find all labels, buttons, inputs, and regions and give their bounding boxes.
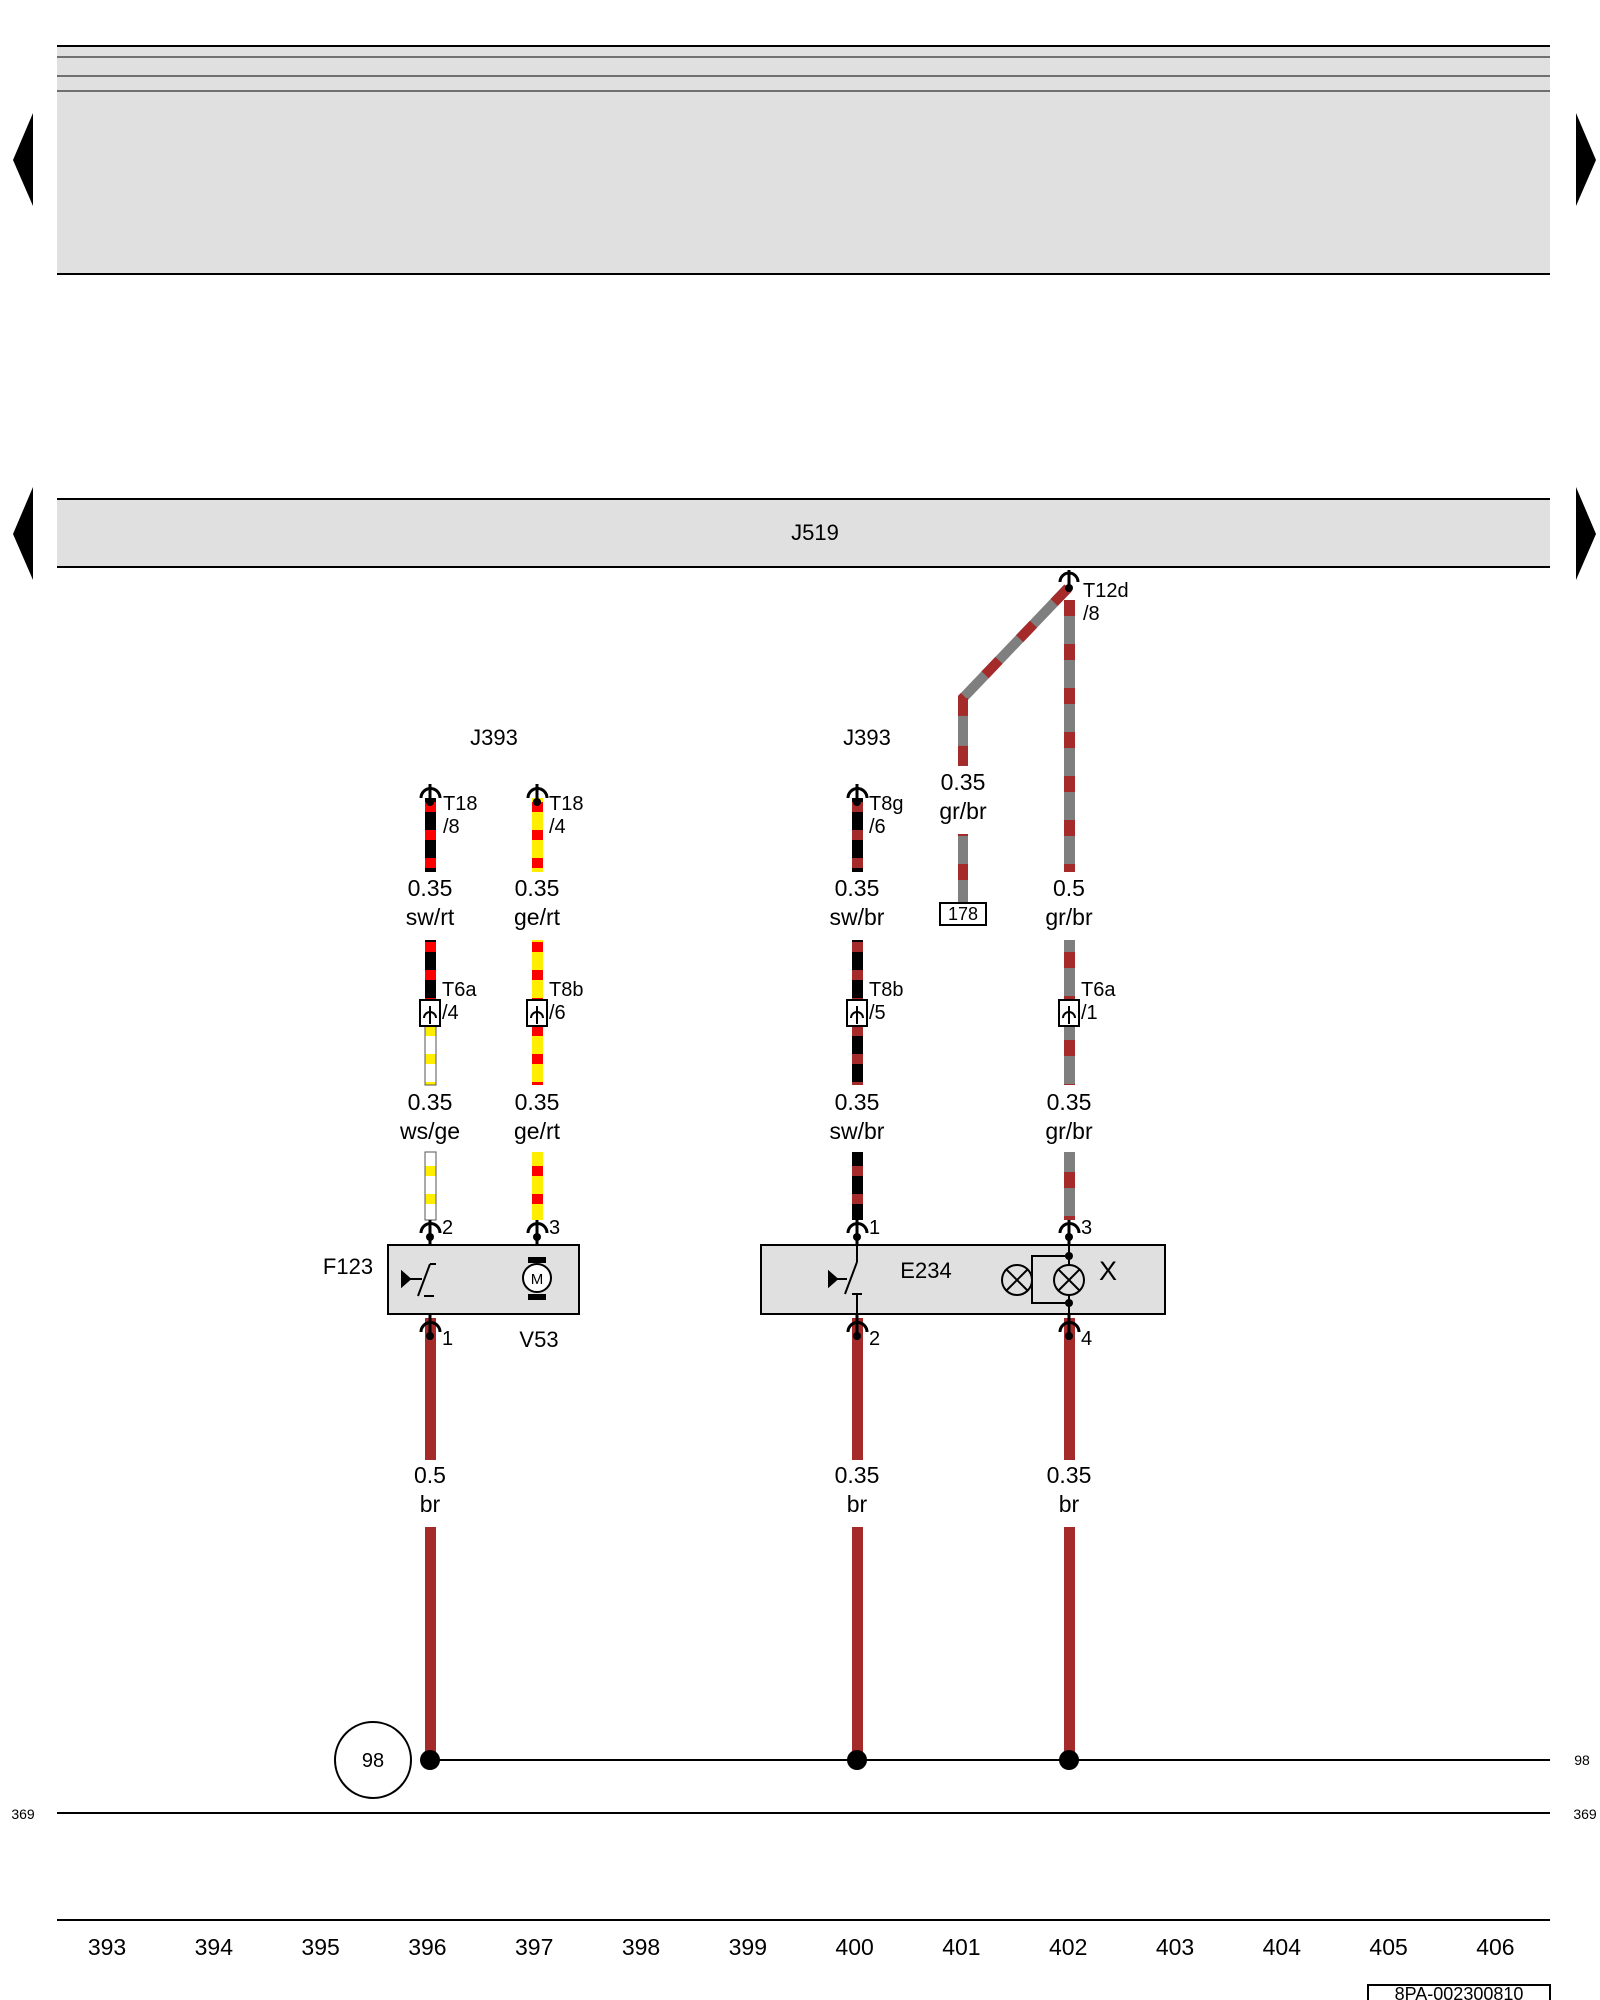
pin-e234-top-3 xyxy=(1058,1220,1081,1244)
pin-label-e234-bottom2: 2 xyxy=(869,1328,880,1350)
j519-label: J519 xyxy=(791,520,839,545)
inline-connector-t6a-1 xyxy=(1058,999,1080,1027)
motor-icon: M xyxy=(522,1257,552,1300)
pin-label-f123-bottom: 1 xyxy=(442,1328,453,1350)
t12d-label: T12d/8 xyxy=(1083,580,1129,625)
connector-178-box xyxy=(939,902,987,926)
v53-label: V53 xyxy=(519,1327,558,1352)
pin-e234-bottom-4 xyxy=(1058,1314,1081,1340)
j519-band: J519 xyxy=(57,498,1550,568)
t18-8-label: T18/8 xyxy=(443,793,477,838)
connector-t18-4 xyxy=(526,784,549,806)
column-number: 405 xyxy=(1369,1934,1407,1960)
wire-401-branch xyxy=(958,584,1072,904)
wire-402 xyxy=(1064,600,1075,1760)
column-number: 399 xyxy=(729,1934,767,1960)
column-number: 396 xyxy=(408,1934,446,1960)
connector-t18-8 xyxy=(419,784,442,806)
column-number: 394 xyxy=(195,1934,234,1960)
pin-v53-top xyxy=(526,1220,549,1244)
column-number: 403 xyxy=(1156,1934,1194,1960)
footer-code: 8PA-002300810 xyxy=(1395,1984,1524,2000)
column-number: 402 xyxy=(1049,1934,1087,1960)
column-number: 400 xyxy=(835,1934,873,1960)
pin-label-v53-top: 3 xyxy=(549,1217,560,1239)
inline-connector-t8b-5 xyxy=(846,999,868,1027)
e234-housing xyxy=(760,1244,1166,1315)
f123-v53-housing: M xyxy=(387,1244,580,1315)
ground-point-label: 98 xyxy=(362,1750,384,1772)
nav-right-top-icon[interactable] xyxy=(1576,113,1596,206)
t8b-5-label: T8b/5 xyxy=(869,979,903,1024)
edge-ref-98-right: 98 xyxy=(1574,1752,1590,1768)
edge-ref-369-left: 369 xyxy=(11,1806,35,1822)
column-number: 395 xyxy=(301,1934,339,1960)
pin-e234-top-1 xyxy=(846,1220,869,1244)
nav-right-bottom-icon[interactable] xyxy=(1576,487,1596,580)
column-numbers: 393 394 395 396 397 398 399 400 401 402 403 404 405 4… xyxy=(88,1934,1515,1960)
column-number: 406 xyxy=(1476,1934,1514,1960)
x-label: X xyxy=(1099,1256,1117,1286)
pin-label-e234-bottom4: 4 xyxy=(1081,1328,1092,1350)
column-number: 404 xyxy=(1263,1934,1302,1960)
connector-t8g-6 xyxy=(846,784,869,806)
ground-point-circle xyxy=(334,1721,412,1799)
pin-label-e234-top3: 3 xyxy=(1081,1217,1092,1239)
pin-label-f123-top: 2 xyxy=(442,1217,453,1239)
pin-f123-top xyxy=(419,1220,442,1244)
t8b-6-label: T8b/6 xyxy=(549,979,583,1024)
column-number: 393 xyxy=(88,1934,126,1960)
t6a-1-label: T6a/1 xyxy=(1081,979,1116,1024)
motor-letter: M xyxy=(531,1271,544,1288)
connector-178-label: 178 xyxy=(948,904,978,924)
lamp-icon xyxy=(1001,1245,1085,1314)
pin-label-e234-top1: 1 xyxy=(869,1217,880,1239)
switch-icon xyxy=(828,1245,862,1314)
column-number: 401 xyxy=(942,1934,980,1960)
nav-left-bottom-icon[interactable] xyxy=(13,487,33,580)
f123-label: F123 xyxy=(323,1254,373,1279)
pin-f123-bottom xyxy=(419,1314,442,1340)
t8g-6-label: T8g/6 xyxy=(869,793,903,838)
t18-4-label: T18/4 xyxy=(549,793,583,838)
e234-label: E234 xyxy=(900,1258,951,1283)
footer-code-box xyxy=(1367,1984,1551,2000)
edge-ref-369-right: 369 xyxy=(1573,1806,1597,1822)
inline-connector-t6a-4 xyxy=(419,999,441,1027)
pin-e234-bottom-2 xyxy=(846,1314,869,1340)
column-number: 398 xyxy=(622,1934,660,1960)
j393-right-label: J393 xyxy=(843,725,891,750)
switch-icon xyxy=(401,1263,436,1297)
column-number: 397 xyxy=(515,1934,553,1960)
connector-t12d xyxy=(1058,570,1080,592)
ground-bus: 98 xyxy=(334,1721,1550,1799)
nav-left-top-icon[interactable] xyxy=(13,113,33,206)
inline-connector-t8b-6 xyxy=(526,999,548,1027)
t6a-4-label: T6a/4 xyxy=(442,979,477,1024)
j393-left-label: J393 xyxy=(470,725,518,750)
header-band xyxy=(57,45,1550,275)
